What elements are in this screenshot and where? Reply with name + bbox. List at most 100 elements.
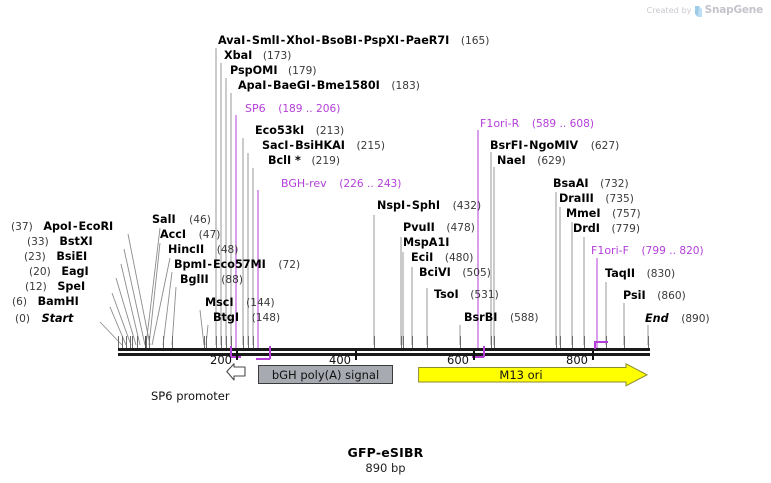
cut-tick [560,336,561,348]
enzyme-label-bamhi[interactable]: (6) BamHI [12,295,79,309]
enzyme-label-apoi[interactable]: (37) ApoI-EcoRI [11,220,114,234]
enzyme-position: (47) [198,229,221,241]
enzyme-label-bpmi[interactable]: BpmI-Eco57MI (72) [174,258,301,272]
start-marker: Start [41,312,74,325]
enzyme-name: BpmI [174,258,207,271]
enzyme-name: AvaI [218,34,246,47]
enzyme-label-bcivi[interactable]: BciVI (505) [419,266,491,280]
enzyme-position: (478) [446,222,475,234]
cut-tick [403,336,404,348]
cut-tick [137,336,138,348]
enzyme-name: NaeI [497,154,526,167]
cut-tick [556,336,557,348]
cut-tick [491,336,492,348]
enzyme-name: SalI [152,213,176,226]
enzyme-label-bcli[interactable]: BclI * (219) [268,155,340,168]
feature-m13-ori-arrow[interactable]: M13 ori [418,363,648,387]
enzyme-label-mspa1i[interactable]: MspA1I [403,237,449,249]
enzyme-label-btgi[interactable]: BtgI (148) [213,311,280,325]
enzyme-label-msci[interactable]: MscI (144) [205,297,275,310]
enzyme-label-mmei[interactable]: MmeI (757) [566,208,641,221]
feature-label-bgh-rev[interactable]: BGH-rev (226 .. 243) [281,178,401,191]
enzyme-position: (215) [356,140,386,152]
enzyme-position: (88) [221,274,244,286]
enzyme-position: (757) [612,208,641,220]
enzyme-label-ecii[interactable]: EciI (480) [411,252,473,265]
enzyme-label-tsoi[interactable]: TsoI (531) [434,289,499,302]
enzyme-label-apai[interactable]: ApaI-BaeGI-Bme1580I (183) [238,79,420,93]
cut-tick [130,336,131,348]
sequence-start-label[interactable]: (0) Start [15,312,74,326]
enzyme-label-taqii[interactable]: TaqII (830) [605,268,675,281]
enzyme-name: BglII [180,273,209,286]
enzyme-label-psii[interactable]: PsiI (860) [623,290,686,303]
enzyme-name: SphI [411,199,441,212]
cut-tick [231,336,232,348]
enzyme-position: (165) [460,35,490,47]
feature-bgh-polya-label: bGH poly(A) signal [271,367,380,382]
enzyme-label-bsrbi[interactable]: BsrBI (588) [464,311,538,325]
cut-tick [118,336,119,348]
enzyme-label-pvuii[interactable]: PvuII (478) [403,222,475,235]
axis-tick [236,351,238,360]
feature-label-f1ori-f[interactable]: F1ori-F (799 .. 820) [591,245,704,258]
enzyme-position: (20) [29,266,51,278]
enzyme-position: (531) [470,289,499,301]
enzyme-label-bsiei[interactable]: (23) BsiEI [24,251,87,264]
enzyme-name: SmlI [251,34,280,47]
enzyme-name: BsoBI [321,34,357,47]
snapgene-logo-icon [694,5,702,17]
enzyme-position: (432) [452,200,482,212]
cut-tick [172,336,173,348]
enzyme-label-saci[interactable]: SacI-BsiHKAI (215) [262,139,386,153]
enzyme-label-spei[interactable]: (12) SpeI [25,281,85,294]
enzyme-position: (144) [246,297,275,309]
feature-sp6-promoter-arrow[interactable] [226,363,246,388]
enzyme-label-acci[interactable]: AccI (47) [160,229,221,242]
feature-range: (799 .. 820) [641,245,704,257]
feature-sp6-promoter-label: SP6 promoter [151,389,230,403]
enzyme-name: DrdI [573,222,600,235]
enzyme-label-eagi[interactable]: (20) EagI [29,265,89,279]
enzyme-position: (37) [11,221,33,233]
enzyme-name: DraIII [559,192,594,205]
enzyme-position: (219) [311,155,340,167]
backbone-strand-top [118,348,650,351]
cut-tick [163,336,164,348]
enzyme-name: BciVI [419,266,451,279]
enzyme-position: (779) [611,223,641,235]
enzyme-label-drdi[interactable]: DrdI (779) [573,222,641,236]
enzyme-position: (213) [315,125,345,137]
enzyme-label-naei[interactable]: NaeI (629) [497,154,566,168]
feature-bgh-polya-box[interactable]: bGH poly(A) signal [258,365,393,384]
enzyme-label-pspomi[interactable]: PspOMI (179) [230,65,317,78]
feature-mark-bgh-rev [256,358,270,360]
enzyme-label-avai[interactable]: AvaI-SmlI-XhoI-BsoBI-PspXI-PaeR7I (165) [218,34,490,48]
enzyme-label-xbai[interactable]: XbaI (173) [224,50,291,63]
enzyme-label-bsrfi[interactable]: BsrFI-NgoMIV (627) [490,139,620,153]
enzyme-label-eco53ki[interactable]: Eco53kI (213) [255,125,345,138]
enzyme-label-bstxi[interactable]: (33) BstXI [27,236,93,249]
feature-range: (189 .. 206) [278,103,341,115]
enzyme-name: BtgI [213,311,240,324]
enzyme-label-sali[interactable]: SalI (46) [152,213,211,227]
enzyme-label-bsaai[interactable]: BsaAI (732) [553,178,629,191]
enzyme-name: EagI [61,265,89,278]
enzyme-name: BamHI [37,295,79,308]
feature-label-sp6[interactable]: SP6 (189 .. 206) [245,103,341,116]
enzyme-label-draiii[interactable]: DraIII (735) [559,192,634,206]
cut-tick [149,336,150,348]
sequence-end-label[interactable]: End (890) [645,313,710,326]
feature-mark-f1ori-f [594,341,608,343]
snapgene-watermark: Created by SnapGene [647,4,763,17]
enzyme-name: BsrBI [464,311,498,324]
cut-tick [216,336,217,348]
enzyme-label-nspi[interactable]: NspI-SphI (432) [377,199,482,213]
feature-label-f1ori-r[interactable]: F1ori-R (589 .. 608) [480,118,594,131]
enzyme-position: (735) [605,193,634,205]
enzyme-label-hincii[interactable]: HincII (48) [168,244,238,257]
enzyme-label-bglii[interactable]: BglII (88) [180,273,244,287]
axis-tick [592,351,594,360]
enzyme-position: (183) [391,80,420,92]
